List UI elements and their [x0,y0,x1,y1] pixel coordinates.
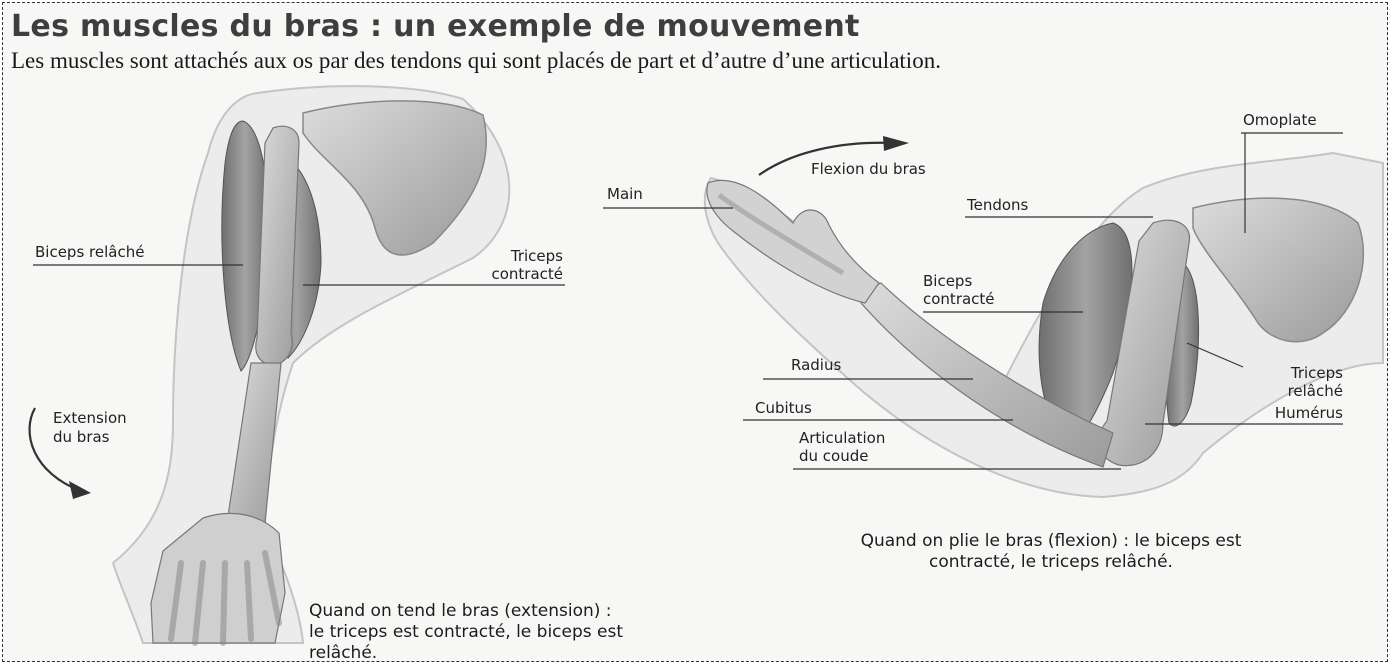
label-tendons: Tendons [967,196,1028,214]
label-articulation-line2: du coude [799,447,868,465]
caption-flexion: Quand on plie le bras (flexion) : le bic… [761,531,1341,573]
label-cubitus: Cubitus [755,399,812,417]
label-flexion: Flexion du bras [811,160,926,178]
label-biceps-contracted-line1: Biceps [923,272,972,290]
label-extension-line2: du bras [53,428,110,446]
label-omoplate: Omoplate [1243,111,1317,129]
caption-extension-line2: le triceps est contracté, le biceps est [309,622,779,643]
label-triceps-relaxed-line2: relâché [1243,382,1343,400]
label-triceps-contracted-line2: contracté [469,265,563,283]
label-biceps-relaxed: Biceps relâché [35,243,144,261]
label-humerus: Humérus [1243,404,1343,422]
caption-flexion-line2: contracté, le triceps relâché. [761,552,1341,573]
label-biceps-contracted-line2: contracté [923,290,995,308]
label-articulation-line1: Articulation [799,429,885,447]
label-triceps-contracted-line1: Triceps [469,247,563,265]
extended-arm [30,86,510,643]
caption-flexion-line1: Quand on plie le bras (flexion) : le bic… [761,531,1341,552]
label-radius: Radius [791,356,841,374]
caption-extension-line1: Quand on tend le bras (extension) : [309,601,779,622]
label-main: Main [607,185,643,203]
label-extension-line1: Extension [53,409,127,427]
label-triceps-relaxed-line1: Triceps [1243,364,1343,382]
caption-extension-line3: relâché. [309,643,779,662]
caption-extension: Quand on tend le bras (extension) : le t… [309,601,779,662]
